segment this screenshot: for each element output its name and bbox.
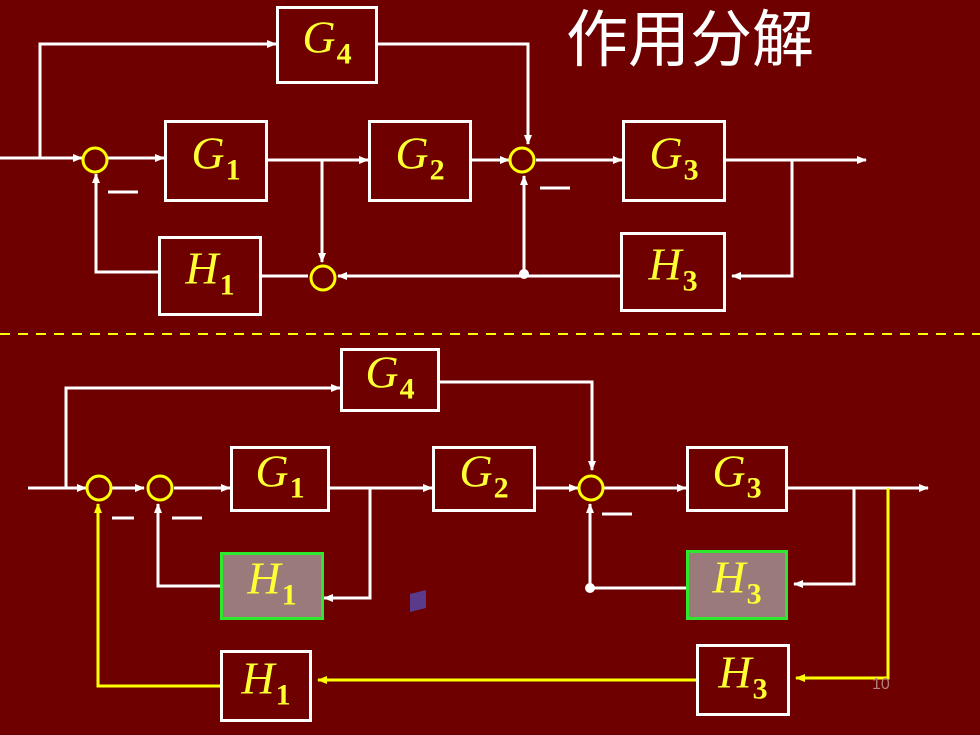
top-g4-feedforward-out (378, 42, 532, 145)
top-block-g3: G3 (622, 120, 726, 202)
block-letter: H (718, 646, 752, 698)
block-subscript: 1 (275, 677, 291, 711)
block-letter: H (712, 551, 746, 603)
bottom-block-g4: G4 (340, 348, 440, 412)
page-number: 10 (872, 676, 890, 693)
bottom-g4-feedforward-out (440, 380, 596, 471)
bottom-block-g2: G2 (432, 446, 536, 512)
block-letter: G (191, 127, 225, 179)
block-subscript: 4 (336, 36, 352, 70)
block-letter: G (302, 11, 336, 63)
bottom-block-h3-outer: H3 (696, 644, 790, 716)
block-subscript: 2 (429, 152, 445, 186)
top-block-h3: H3 (620, 232, 726, 312)
block-letter: G (395, 127, 429, 179)
block-subscript: 1 (219, 267, 235, 301)
bottom-summing-junction-1 (85, 474, 113, 502)
bottom-outer-feedback-down (795, 488, 890, 682)
block-letter: H (247, 552, 281, 604)
top-block-h1: H1 (158, 236, 262, 316)
block-subscript: 2 (493, 470, 509, 504)
block-subscript: 3 (682, 263, 698, 297)
bottom-block-h3-inner: H3 (686, 550, 788, 620)
bottom-block-h1-outer: H1 (220, 650, 312, 722)
block-letter: G (255, 445, 289, 497)
bottom-h3-inner-to-sum3 (586, 503, 686, 590)
bottom-h1-inner-feedback-in (323, 488, 372, 602)
top-h3-feedback-in (731, 160, 794, 280)
top-summing-junction-2 (309, 264, 337, 292)
top-block-g4: G4 (276, 6, 378, 84)
block-letter: G (365, 346, 399, 398)
slide-title: 作用分解 (566, 3, 815, 76)
block-subscript: 1 (281, 577, 297, 611)
bottom-pickoff-dot (585, 583, 595, 593)
bottom-g4-feedforward-in (64, 384, 341, 488)
bottom-block-g1: G1 (230, 446, 330, 512)
top-block-g1: G1 (164, 120, 268, 202)
block-letter: G (649, 127, 683, 179)
block-subscript: 3 (683, 152, 699, 186)
bottom-summing-junction-3 (577, 474, 605, 502)
bottom-h1-outer-to-sum1 (94, 503, 222, 688)
block-subscript: 1 (289, 470, 305, 504)
bottom-h3-inner-feedback-in (793, 488, 856, 588)
block-letter: G (459, 445, 493, 497)
block-subscript: 3 (746, 470, 762, 504)
bottom-block-g3: G3 (686, 446, 788, 512)
block-subscript: 4 (399, 371, 415, 405)
decorative-mark (410, 590, 426, 612)
top-summing-junction-3 (508, 146, 536, 174)
top-summing-junction-1 (81, 146, 109, 174)
block-subscript: 1 (225, 152, 241, 186)
block-letter: G (712, 445, 746, 497)
block-letter: H (648, 238, 682, 290)
top-pickoff-dot (519, 269, 529, 279)
top-h1-to-sum1 (92, 173, 158, 274)
block-subscript: 3 (746, 576, 762, 610)
block-subscript: 3 (752, 671, 768, 705)
bottom-outer-feedback-wires (94, 488, 890, 688)
top-block-g2: G2 (368, 120, 472, 202)
top-g4-feedforward-in (38, 40, 277, 158)
bottom-h1-inner-to-sum2 (154, 503, 220, 588)
top-diagram-wires (0, 40, 867, 280)
block-letter: H (241, 652, 275, 704)
block-letter: H (185, 242, 219, 294)
bottom-block-h1-inner: H1 (220, 552, 324, 620)
bottom-summing-junction-2 (146, 474, 174, 502)
